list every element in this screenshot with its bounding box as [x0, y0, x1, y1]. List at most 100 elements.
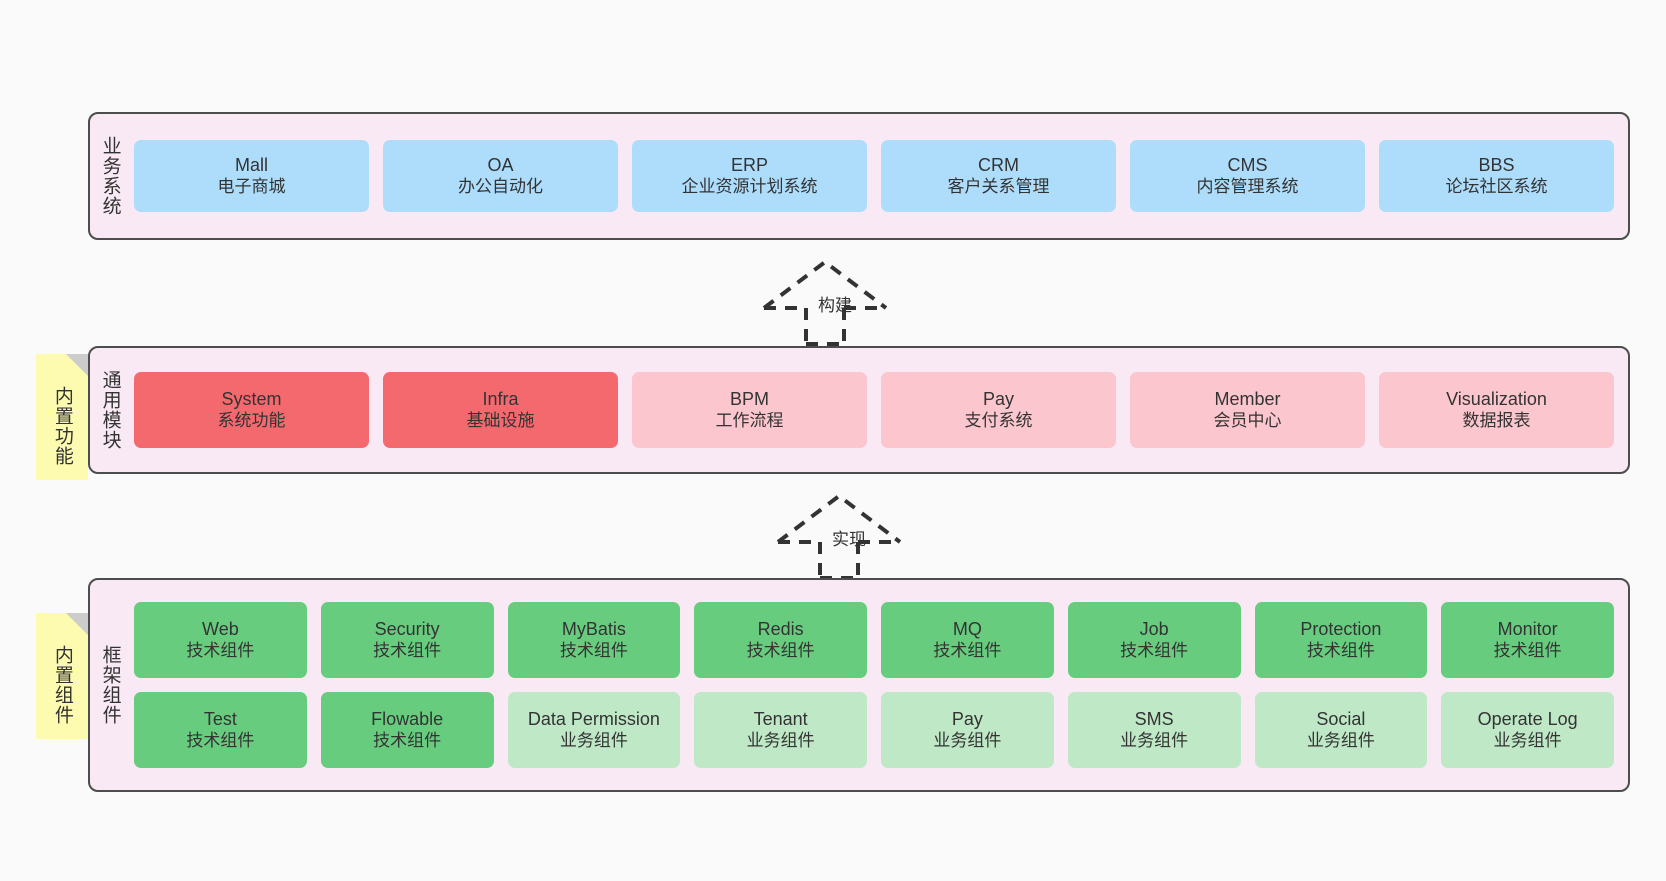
card-member[interactable]: Member 会员中心: [1130, 372, 1365, 448]
card-tenant-desc: 业务组件: [746, 730, 815, 750]
card-cms-name: CMS: [1227, 154, 1268, 175]
card-bbs-desc: 论坛社区系统: [1445, 176, 1548, 196]
card-cms[interactable]: CMS 内容管理系统: [1130, 140, 1365, 212]
layer-common-modules-title: 通用模块: [99, 370, 121, 450]
card-mall-name: Mall: [234, 154, 268, 175]
card-test-desc: 技术组件: [186, 730, 255, 750]
card-infra[interactable]: Infra 基础设施: [383, 372, 618, 448]
card-job-name: Job: [1139, 618, 1169, 639]
card-crm[interactable]: CRM 客户关系管理: [881, 140, 1116, 212]
card-monitor[interactable]: Monitor 技术组件: [1441, 602, 1614, 678]
card-social-desc: 业务组件: [1306, 730, 1375, 750]
note-builtin-components: 内置组件: [36, 613, 88, 739]
card-bbs[interactable]: BBS 论坛社区系统: [1379, 140, 1614, 212]
card-pay-component[interactable]: Pay 业务组件: [881, 692, 1054, 768]
card-member-name: Member: [1214, 388, 1281, 409]
card-job[interactable]: Job 技术组件: [1067, 602, 1241, 678]
framework-components-row-2: Test 技术组件 Flowable 技术组件 Data Permission …: [134, 692, 1614, 768]
connector-build-label: 构建: [818, 296, 852, 315]
card-social[interactable]: Social 业务组件: [1254, 692, 1428, 768]
card-security[interactable]: Security 技术组件: [320, 602, 494, 678]
common-modules-row: System 系统功能 Infra 基础设施 BPM 工作流程 Pay 支付系统…: [134, 372, 1614, 448]
card-sms[interactable]: SMS 业务组件: [1067, 692, 1241, 768]
card-mq-name: MQ: [952, 618, 982, 639]
card-bbs-name: BBS: [1478, 154, 1515, 175]
card-flowable[interactable]: Flowable 技术组件: [320, 692, 494, 768]
layer-framework-components-body: Web 技术组件 Security 技术组件 MyBatis 技术组件 Redi…: [130, 580, 1628, 790]
card-job-desc: 技术组件: [1120, 640, 1189, 660]
card-mall[interactable]: Mall 电子商城: [134, 140, 369, 212]
card-visualization-name: Visualization: [1446, 388, 1547, 409]
note-builtin-features-text: 内置功能: [51, 386, 73, 466]
card-social-name: Social: [1316, 708, 1366, 729]
note-fold-corner-icon: [66, 354, 88, 376]
card-crm-desc: 客户关系管理: [947, 176, 1050, 196]
card-oa-desc: 办公自动化: [458, 176, 543, 196]
card-monitor-name: Monitor: [1497, 618, 1558, 639]
card-visualization-desc: 数据报表: [1462, 410, 1531, 430]
card-bpm-name: BPM: [729, 388, 769, 409]
card-test-name: Test: [203, 708, 237, 729]
card-web[interactable]: Web 技术组件: [134, 602, 307, 678]
card-data-permission-name: Data Permission: [527, 708, 660, 729]
card-security-name: Security: [374, 618, 440, 639]
business-system-row: Mall 电子商城 OA 办公自动化 ERP 企业资源计划系统 CRM 客户关系…: [134, 140, 1614, 212]
card-mybatis[interactable]: MyBatis 技术组件: [507, 602, 681, 678]
card-member-desc: 会员中心: [1213, 410, 1282, 430]
card-oa[interactable]: OA 办公自动化: [383, 140, 618, 212]
card-test[interactable]: Test 技术组件: [134, 692, 307, 768]
card-pay-module-desc: 支付系统: [964, 410, 1033, 430]
card-bpm-desc: 工作流程: [715, 410, 784, 430]
card-redis[interactable]: Redis 技术组件: [694, 602, 867, 678]
layer-framework-components: 框架组件 Web 技术组件 Security 技术组件 MyBatis 技术组件…: [88, 578, 1630, 792]
card-mall-desc: 电子商城: [217, 176, 286, 196]
card-sms-desc: 业务组件: [1120, 730, 1189, 750]
layer-common-modules-body: System 系统功能 Infra 基础设施 BPM 工作流程 Pay 支付系统…: [130, 348, 1628, 472]
card-bpm[interactable]: BPM 工作流程: [632, 372, 867, 448]
card-system-desc: 系统功能: [217, 410, 286, 430]
card-visualization[interactable]: Visualization 数据报表: [1379, 372, 1614, 448]
card-system[interactable]: System 系统功能: [134, 372, 369, 448]
layer-common-modules: 通用模块 System 系统功能 Infra 基础设施 BPM 工作流程 Pay…: [88, 346, 1630, 474]
card-security-desc: 技术组件: [373, 640, 442, 660]
card-pay-component-desc: 业务组件: [933, 730, 1002, 750]
card-mybatis-desc: 技术组件: [559, 640, 628, 660]
card-crm-name: CRM: [978, 154, 1019, 175]
card-mq[interactable]: MQ 技术组件: [881, 602, 1054, 678]
card-sms-name: SMS: [1134, 708, 1174, 729]
card-data-permission[interactable]: Data Permission 业务组件: [507, 692, 681, 768]
card-flowable-name: Flowable: [371, 708, 444, 729]
card-flowable-desc: 技术组件: [373, 730, 442, 750]
card-cms-desc: 内容管理系统: [1196, 176, 1299, 196]
card-redis-name: Redis: [757, 618, 804, 639]
card-web-name: Web: [202, 618, 239, 639]
card-pay-component-name: Pay: [951, 708, 983, 729]
card-data-permission-desc: 业务组件: [559, 730, 628, 750]
card-infra-desc: 基础设施: [466, 410, 535, 430]
card-erp[interactable]: ERP 企业资源计划系统: [632, 140, 867, 212]
layer-framework-components-title: 框架组件: [99, 645, 121, 725]
card-protection-name: Protection: [1300, 618, 1382, 639]
card-oa-name: OA: [487, 154, 514, 175]
layer-business-system: 业务系统 Mall 电子商城 OA 办公自动化 ERP 企业资源计划系统 CRM…: [88, 112, 1630, 240]
card-pay-module-name: Pay: [982, 388, 1015, 409]
card-tenant[interactable]: Tenant 业务组件: [694, 692, 867, 768]
card-protection[interactable]: Protection 技术组件: [1254, 602, 1428, 678]
card-redis-desc: 技术组件: [746, 640, 815, 660]
card-tenant-name: Tenant: [753, 708, 808, 729]
card-operate-log-desc: 业务组件: [1493, 730, 1562, 750]
card-web-desc: 技术组件: [186, 640, 255, 660]
layer-business-system-title: 业务系统: [99, 136, 121, 216]
framework-components-row-1: Web 技术组件 Security 技术组件 MyBatis 技术组件 Redi…: [134, 602, 1614, 678]
note-builtin-features: 内置功能: [36, 354, 88, 480]
card-operate-log[interactable]: Operate Log 业务组件: [1441, 692, 1614, 768]
card-infra-name: Infra: [482, 388, 519, 409]
note-builtin-components-text: 内置组件: [51, 645, 73, 725]
card-mybatis-name: MyBatis: [561, 618, 626, 639]
card-pay-module[interactable]: Pay 支付系统: [881, 372, 1116, 448]
card-erp-name: ERP: [730, 154, 768, 175]
card-erp-desc: 企业资源计划系统: [681, 176, 818, 196]
card-system-name: System: [221, 388, 282, 409]
note-fold-corner-icon-2: [66, 613, 88, 635]
